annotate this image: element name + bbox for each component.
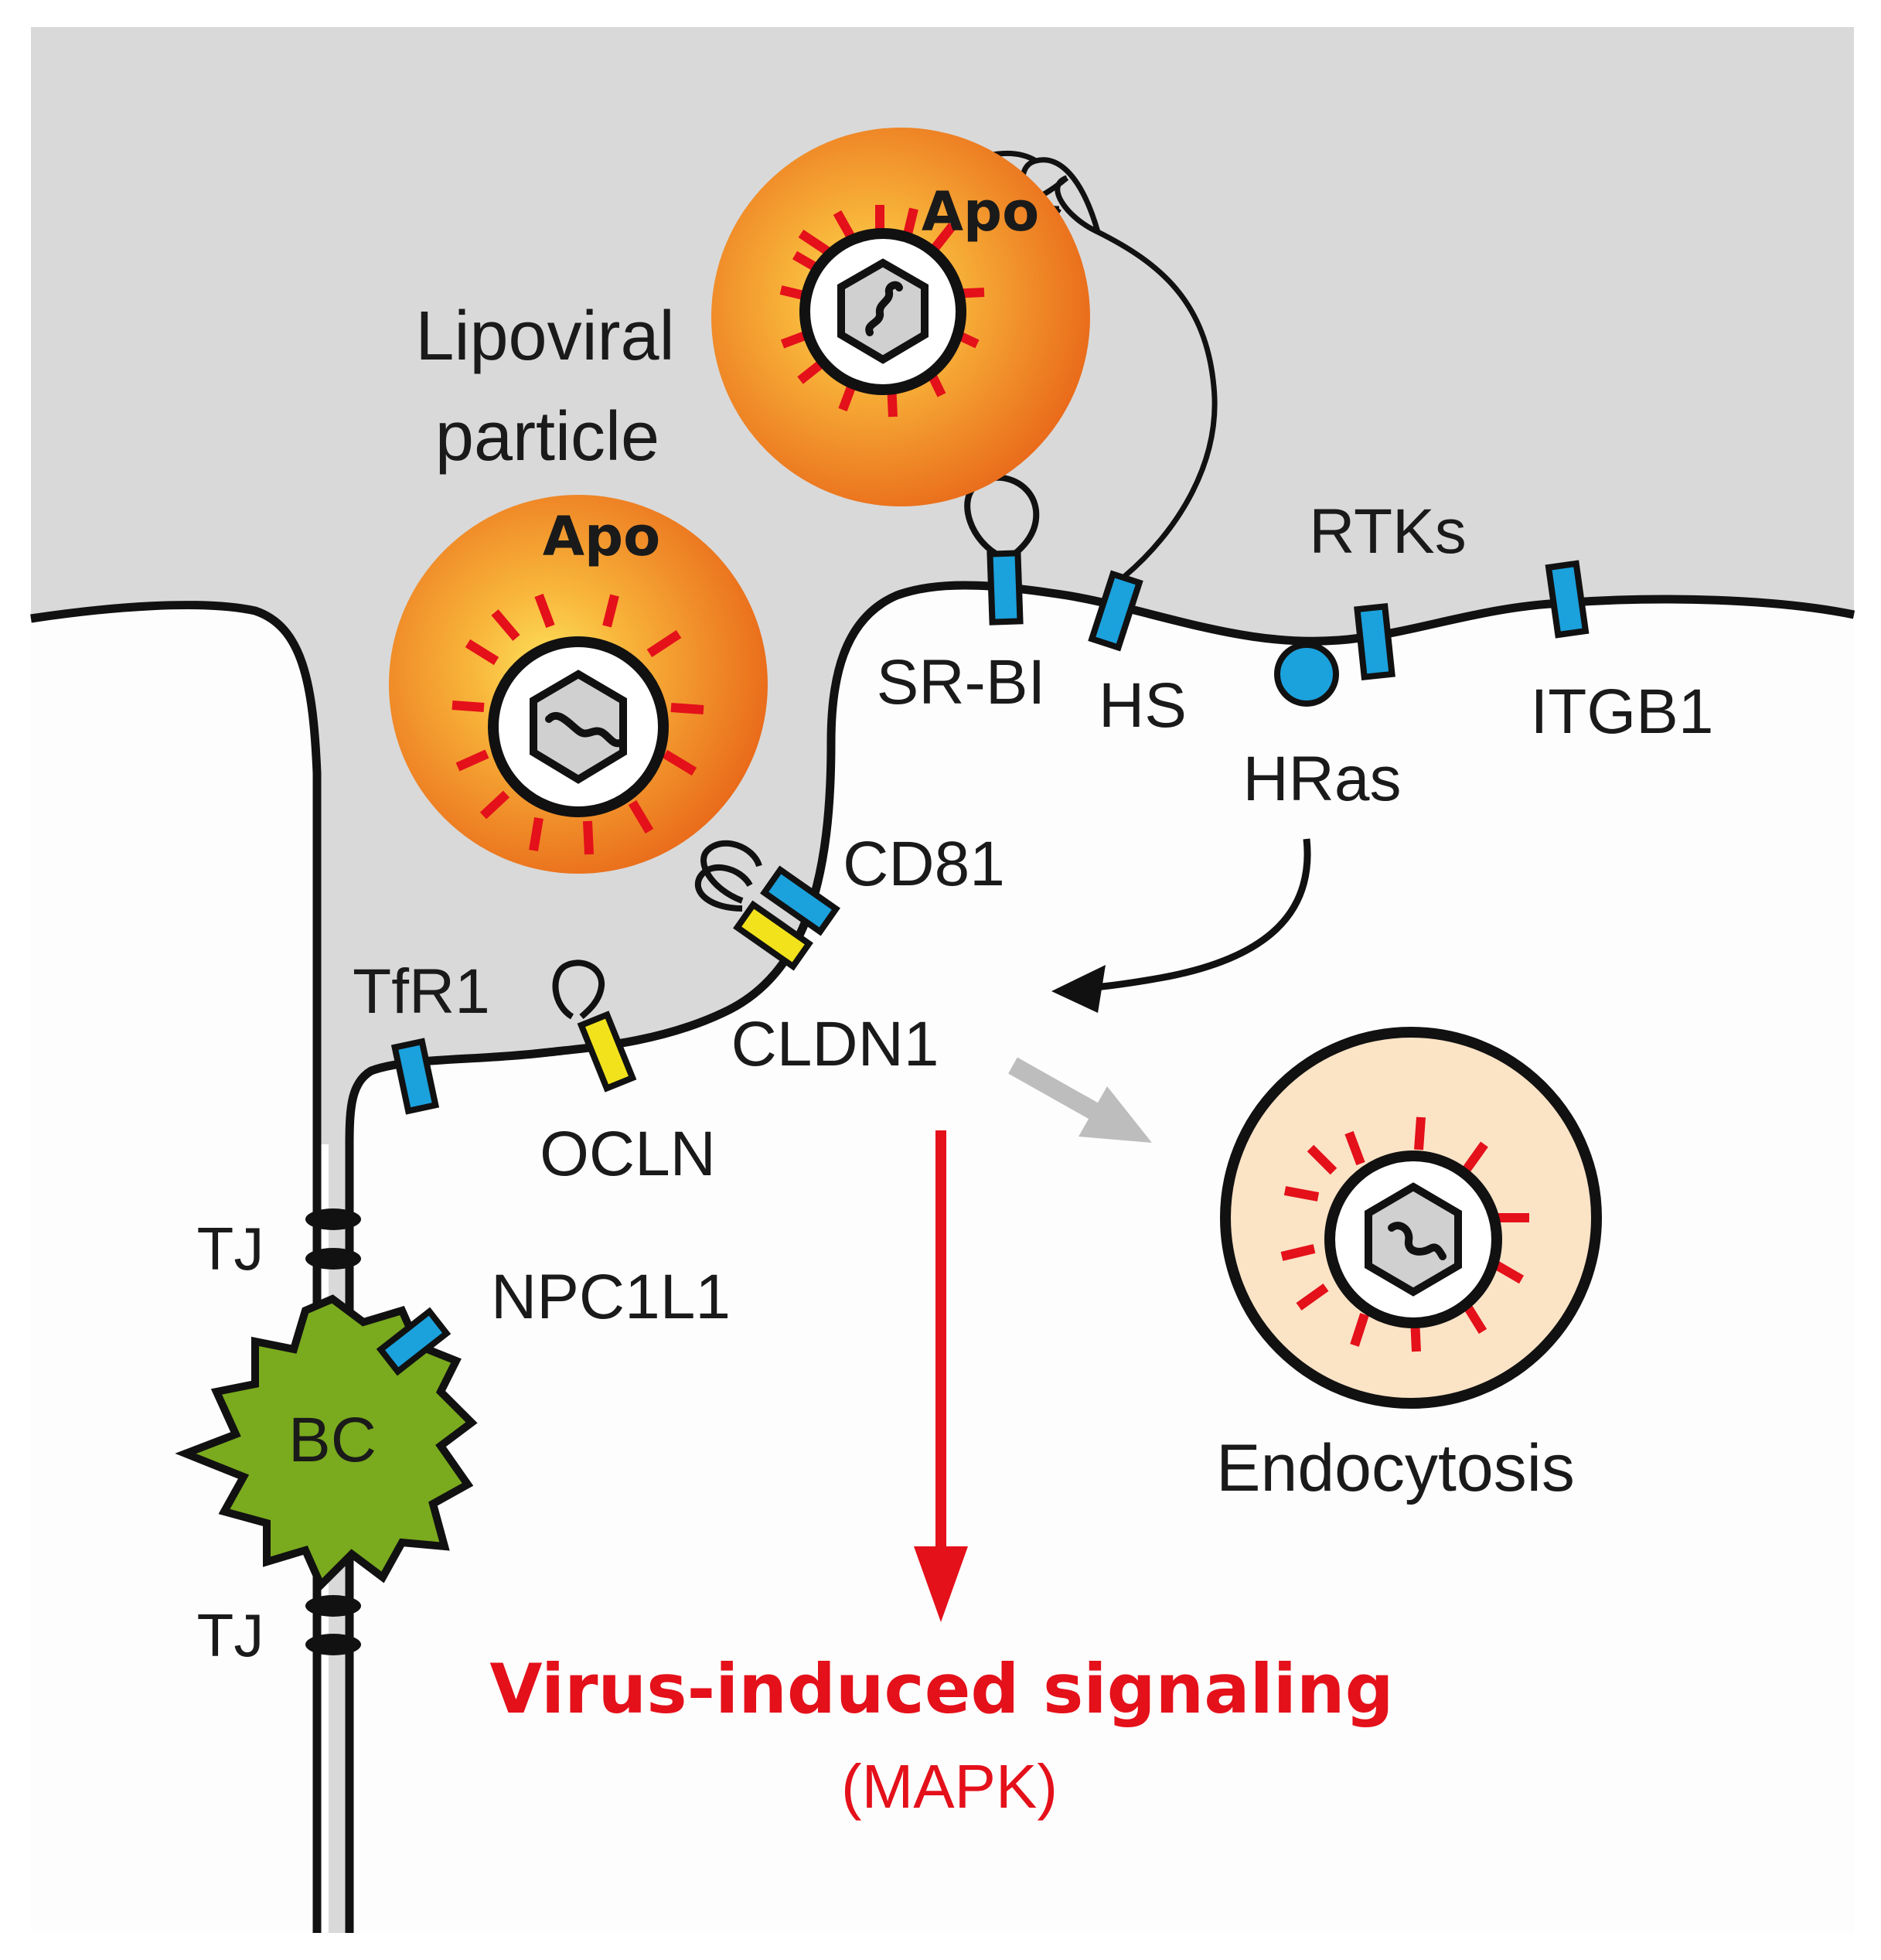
ocln-label: OCLN	[540, 1119, 716, 1189]
hras-to-cldn1-arrow	[1085, 838, 1311, 992]
rtks-label: RTKs	[1309, 496, 1467, 567]
endocytosis-arrow	[1008, 1057, 1152, 1143]
rtks-receptor	[1354, 602, 1395, 681]
cldn1-receptor	[733, 900, 813, 971]
hras-arrowhead	[1051, 965, 1106, 1013]
tfr1-receptor	[390, 1038, 440, 1115]
cd81-receptor	[695, 840, 840, 936]
lipoviral-label-line2: particle	[435, 398, 659, 476]
srbi-label: SR-BI	[877, 647, 1046, 718]
tj-lower-label: TJ	[197, 1601, 264, 1669]
hras-protein	[1274, 642, 1339, 707]
mapk-label: (MAPK)	[841, 1752, 1058, 1821]
tight-junction-upper	[305, 1208, 361, 1270]
left-cell-cytoplasm	[31, 605, 317, 1934]
endosome	[1220, 1027, 1602, 1409]
cd81-label: CD81	[843, 829, 1005, 899]
lipoviral-particle-upper: Apo	[711, 128, 1090, 506]
plasma-membrane-main	[345, 581, 1855, 1933]
extracellular-space	[31, 27, 1854, 1933]
apo-lower-label: Apo	[543, 505, 660, 568]
bc-label: BC	[288, 1405, 377, 1475]
srbi-receptor	[964, 474, 1040, 625]
itgb1-receptor	[1545, 560, 1590, 639]
lipoviral-particle-lower: Apo	[389, 495, 768, 874]
apo-upper-label: Apo	[922, 180, 1039, 244]
tfr1-label: TfR1	[353, 956, 490, 1027]
endocytosis-label: Endocytosis	[1216, 1431, 1575, 1505]
signaling-arrow	[914, 1130, 968, 1622]
ocln-receptor	[552, 960, 637, 1092]
cldn1-label: CLDN1	[731, 1009, 939, 1079]
signaling-label: Virus-induced signaling	[489, 1649, 1393, 1729]
itgb1-label: ITGB1	[1531, 677, 1714, 747]
plasma-membrane-left-cell	[30, 601, 322, 1933]
npc1l1-label: NPC1L1	[491, 1262, 731, 1332]
cytoplasm	[349, 585, 1854, 1934]
hras-label: HRas	[1242, 744, 1401, 814]
tight-junction-lower	[305, 1595, 361, 1655]
tj-upper-label: TJ	[197, 1215, 264, 1283]
lipoviral-label-line1: Lipoviral	[415, 298, 674, 375]
hs-label: HS	[1099, 670, 1187, 741]
npc1l1-receptor	[376, 1307, 452, 1376]
